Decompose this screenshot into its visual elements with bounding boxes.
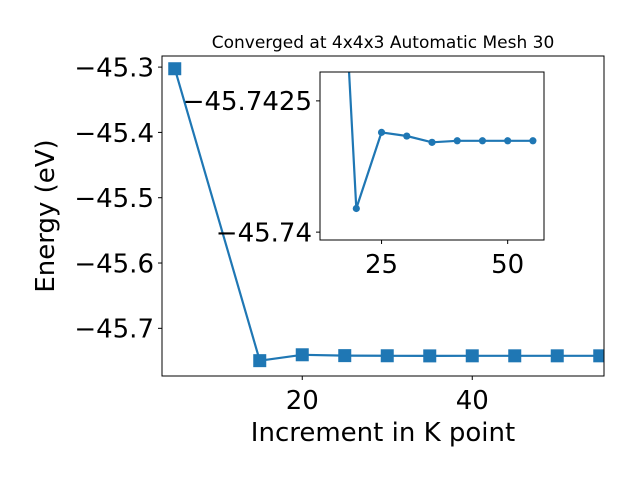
inset-data-point [478, 137, 487, 145]
main-data-point [508, 349, 522, 363]
main-x-tick-label: 40 [456, 386, 489, 416]
main-y-tick-label: −45.3 [74, 53, 154, 83]
main-y-tick-label: −45.5 [74, 184, 154, 214]
inset-background [320, 72, 544, 240]
main-data-point [253, 354, 267, 368]
inset-data-point [428, 138, 436, 146]
x-axis-label: Increment in K point [251, 418, 515, 448]
main-series-line [173, 68, 600, 362]
inset-x-tick-label: 25 [365, 250, 398, 280]
main-x-tick-label: 20 [286, 386, 319, 416]
main-y-tick-label: −45.6 [74, 249, 154, 279]
main-data-point [550, 349, 564, 363]
main-y-tick-label: −45.4 [74, 119, 154, 149]
main-data-point [338, 349, 352, 363]
inset-data-point [352, 204, 360, 213]
main-data-point [295, 348, 309, 362]
main-data-point [593, 349, 604, 363]
inset-energy-series [347, 72, 537, 213]
main-data-point [168, 62, 182, 76]
inset-plot-frame [319, 71, 545, 241]
inset-data-point [504, 137, 512, 145]
inset-plot: 25 50 −45.7425 −45.74 [183, 71, 545, 280]
main-data-point [465, 349, 479, 363]
inset-data-point [403, 132, 411, 140]
main-plot-frame [161, 55, 605, 377]
inset-y-tick-label: −45.7425 [183, 87, 312, 117]
y-axis-label: Energy (eV) [31, 139, 61, 292]
inset-axis-ticks: 25 50 −45.7425 −45.74 [183, 87, 525, 280]
main-data-point [423, 349, 437, 363]
inset-data-point [529, 137, 537, 145]
chart-title: Converged at 4x4x3 Automatic Mesh 30 [212, 33, 555, 53]
inset-y-tick-label: −45.74 [216, 218, 312, 248]
main-energy-series [168, 62, 604, 368]
main-data-point [380, 349, 394, 363]
inset-data-point [377, 128, 386, 136]
main-axis-ticks: 20 40 −45.3 −45.4 −45.5 −45.6 −45.7 [74, 53, 488, 416]
main-y-tick-label: −45.7 [74, 315, 154, 345]
inset-data-point [453, 137, 461, 145]
inset-x-tick-label: 50 [491, 250, 524, 280]
